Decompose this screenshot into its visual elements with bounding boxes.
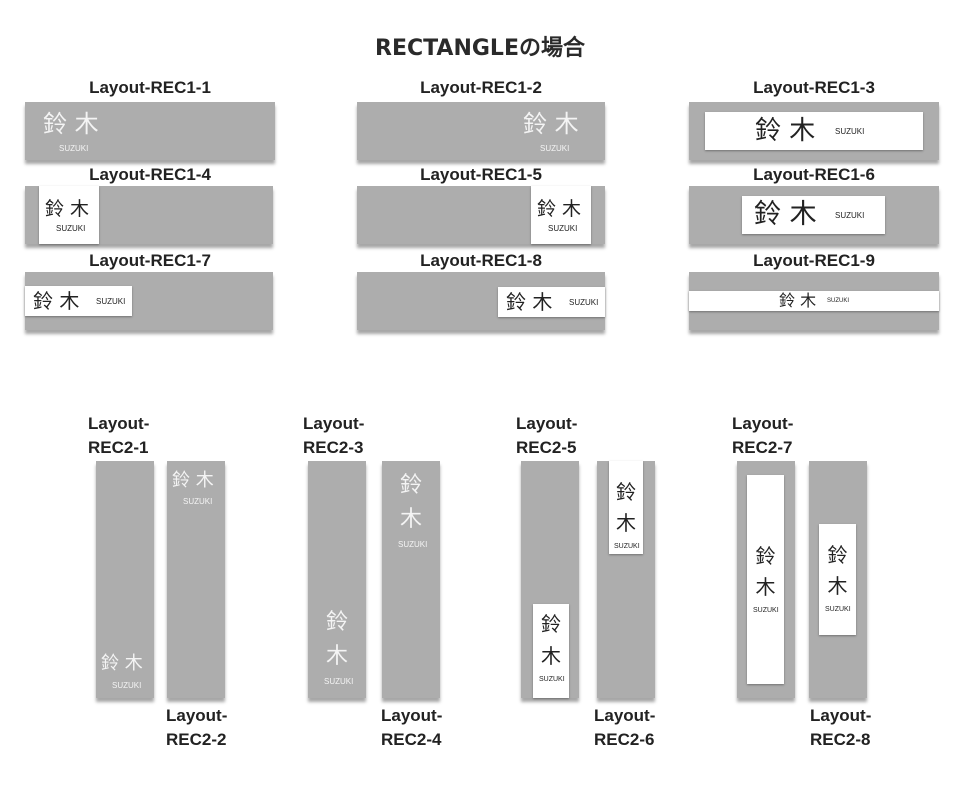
plate-rec2-5: 鈴 木 SUZUKI	[521, 461, 579, 698]
plate-rec2-7: 鈴 木 SUZUKI	[737, 461, 795, 698]
name-panel: 鈴 木 SUZUKI	[531, 186, 591, 244]
name-panel: 鈴 木 SUZUKI	[689, 291, 939, 311]
label-rec1-9: Layout-REC1-9	[753, 251, 875, 270]
name-romaji: SUZUKI	[548, 224, 578, 233]
name-kanji: 鈴 木	[779, 291, 817, 310]
name-panel: 鈴 木 SUZUKI	[819, 524, 856, 635]
name-kanji-1: 鈴	[755, 544, 776, 568]
name-kanji-1: 鈴	[399, 473, 422, 498]
name-romaji: SUZUKI	[183, 497, 213, 506]
label-rec2-8: Layout- REC2-8	[810, 706, 872, 749]
plate-rec1-3: 鈴 木 SUZUKI	[689, 102, 939, 160]
name-romaji: SUZUKI	[835, 211, 865, 220]
plate-rec2-3: 鈴 木 SUZUKI	[308, 461, 366, 698]
name-romaji: SUZUKI	[753, 607, 779, 614]
name-panel: 鈴 木 SUZUKI	[705, 112, 923, 150]
name-kanji-1: 鈴	[541, 612, 561, 636]
plate-rec2-2: 鈴 木 SUZUKI	[167, 461, 225, 698]
name-romaji: SUZUKI	[324, 677, 354, 686]
name-kanji: 鈴 木	[45, 198, 90, 220]
name-panel: 鈴 木 SUZUKI	[25, 286, 132, 316]
name-romaji: SUZUKI	[540, 144, 570, 153]
name-kanji-2: 木	[541, 644, 561, 668]
name-kanji-2: 木	[755, 575, 776, 599]
name-kanji: 鈴 木	[172, 470, 214, 491]
name-romaji: SUZUKI	[827, 298, 850, 304]
page-title: RECTANGLEの場合	[375, 36, 585, 61]
plate-rec1-9: 鈴 木 SUZUKI	[689, 272, 939, 330]
plate-rec1-4: 鈴 木 SUZUKI	[25, 186, 273, 244]
name-panel: 鈴 木 SUZUKI	[39, 186, 99, 244]
plate-rec1-6: 鈴 木 SUZUKI	[689, 186, 939, 244]
plate-rec2-6: 鈴 木 SUZUKI	[597, 461, 655, 698]
name-panel: 鈴 木 SUZUKI	[533, 604, 569, 698]
name-romaji: SUZUKI	[96, 297, 126, 306]
name-kanji-2: 木	[616, 511, 636, 535]
name-kanji: 鈴 木	[33, 289, 80, 313]
name-kanji: 鈴 木	[537, 198, 582, 220]
plate-rec2-8: 鈴 木 SUZUKI	[809, 461, 867, 698]
plate-rec2-1: 鈴 木 SUZUKI	[96, 461, 154, 698]
name-kanji-2: 木	[399, 507, 422, 532]
name-romaji: SUZUKI	[59, 144, 89, 153]
name-kanji-1: 鈴	[827, 543, 848, 567]
name-kanji-1: 鈴	[325, 610, 348, 635]
plate-rec1-7: 鈴 木 SUZUKI	[25, 272, 273, 330]
name-romaji: SUZUKI	[614, 543, 640, 550]
name-romaji: SUZUKI	[825, 606, 851, 613]
label-rec2-1: Layout- REC2-1	[88, 414, 150, 457]
label-rec2-4: Layout- REC2-4	[381, 706, 443, 749]
label-rec2-6: Layout- REC2-6	[594, 706, 656, 749]
name-panel: 鈴 木 SUZUKI	[742, 196, 885, 234]
name-panel: 鈴 木 SUZUKI	[747, 475, 784, 684]
plate-rec1-1: 鈴 木 SUZUKI	[25, 102, 275, 160]
name-romaji: SUZUKI	[56, 224, 86, 233]
label-rec2-3: Layout- REC2-3	[303, 414, 365, 457]
label-rec1-2: Layout-REC1-2	[420, 78, 542, 97]
label-rec1-5: Layout-REC1-5	[420, 165, 542, 184]
name-kanji: 鈴 木	[101, 653, 143, 674]
label-rec1-8: Layout-REC1-8	[420, 251, 542, 270]
name-kanji-2: 木	[827, 574, 848, 598]
name-panel: 鈴 木 SUZUKI	[498, 287, 605, 317]
label-rec1-4: Layout-REC1-4	[89, 165, 211, 184]
label-rec2-2: Layout- REC2-2	[166, 706, 228, 749]
name-kanji-2: 木	[325, 644, 348, 669]
label-rec2-5: Layout- REC2-5	[516, 414, 578, 457]
name-panel: 鈴 木 SUZUKI	[609, 461, 643, 554]
plate-rec1-8: 鈴 木 SUZUKI	[357, 272, 605, 330]
name-romaji: SUZUKI	[835, 127, 865, 136]
name-kanji: 鈴 木	[755, 116, 816, 146]
label-rec1-6: Layout-REC1-6	[753, 165, 875, 184]
label-rec2-7: Layout- REC2-7	[732, 414, 794, 457]
name-kanji: 鈴 木	[506, 290, 553, 314]
plate-rec1-5: 鈴 木 SUZUKI	[357, 186, 605, 244]
label-rec1-7: Layout-REC1-7	[89, 251, 211, 270]
name-romaji: SUZUKI	[398, 540, 428, 549]
label-rec1-3: Layout-REC1-3	[753, 78, 875, 97]
name-romaji: SUZUKI	[569, 298, 599, 307]
name-kanji: 鈴 木	[523, 110, 579, 138]
name-kanji: 鈴 木	[43, 110, 99, 138]
name-kanji: 鈴 木	[754, 199, 817, 230]
plate-rec2-4: 鈴 木 SUZUKI	[382, 461, 440, 698]
name-kanji-1: 鈴	[616, 480, 636, 504]
name-romaji: SUZUKI	[539, 676, 565, 683]
name-romaji: SUZUKI	[112, 681, 142, 690]
label-rec1-1: Layout-REC1-1	[89, 78, 211, 97]
plate-rec1-2: 鈴 木 SUZUKI	[357, 102, 605, 160]
